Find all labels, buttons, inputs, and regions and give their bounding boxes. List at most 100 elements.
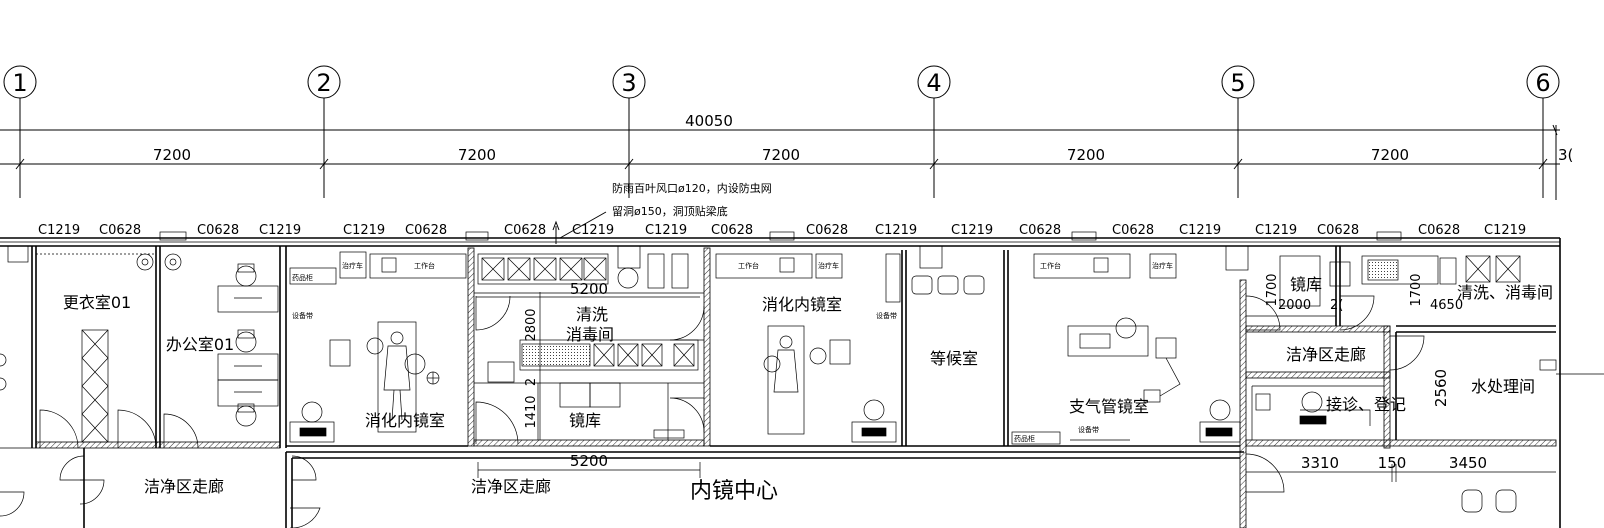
svg-text:3450: 3450 [1449,454,1487,472]
svg-text:C1219: C1219 [572,223,614,238]
svg-text:3: 3 [621,69,636,97]
room-label-wash-right: 清洗、消毒间 [1457,283,1553,302]
vent-notes: 防雨百叶风口ø120，内设防虫网 留洞ø150，洞顶贴梁底 [552,181,772,244]
room-label-clean-corridor-mid: 洁净区走廊 [471,477,551,496]
svg-text:1700: 1700 [1265,273,1280,306]
svg-text:2560: 2560 [1432,369,1450,407]
svg-text:设备带: 设备带 [292,311,313,320]
svg-text:设备带: 设备带 [1078,425,1099,434]
svg-text:5200: 5200 [570,280,608,298]
svg-text:C1219: C1219 [343,223,385,238]
endo-room-left-equipment [289,251,467,443]
svg-text:7200: 7200 [762,146,800,164]
svg-text:2800: 2800 [524,308,539,341]
svg-text:4650: 4650 [1430,298,1463,313]
wash-room-equipment [477,253,699,439]
svg-text:C0628: C0628 [1418,223,1460,238]
svg-text:3(: 3( [1558,146,1573,164]
svg-text:治疗车: 治疗车 [1152,261,1173,270]
svg-text:药品柜: 药品柜 [1014,434,1035,443]
svg-text:150: 150 [1378,454,1407,472]
exterior-wall [0,231,1561,528]
svg-text:7200: 7200 [458,146,496,164]
svg-text:2: 2 [524,378,539,386]
room-label-office: 办公室01 [166,335,234,354]
svg-text:C0628: C0628 [1019,223,1061,238]
svg-text:留洞ø150，洞顶贴梁底: 留洞ø150，洞顶贴梁底 [612,204,728,218]
locker-room [36,253,182,443]
axis-bubble-1: 1 [3,65,37,99]
svg-text:1: 1 [12,69,27,97]
svg-text:C0628: C0628 [1317,223,1359,238]
axis-bubble-5: 5 [1221,65,1255,99]
svg-text:防雨百叶风口ø120，内设防虫网: 防雨百叶风口ø120，内设防虫网 [612,181,772,195]
svg-text:C0628: C0628 [405,223,447,238]
room-label-bronch: 支气管镜室 [1069,397,1149,416]
svg-text:7200: 7200 [1371,146,1409,164]
svg-text:C0628: C0628 [1112,223,1154,238]
room-label-scope-store-mid: 镜库 [569,411,601,430]
inner-dimensions: 5200 2800 1410 2 5200 1700 2000 2( 1700 … [476,273,1556,482]
svg-text:1700: 1700 [1409,273,1424,306]
svg-text:设备带: 设备带 [876,311,897,320]
room-label-endo-mid: 消化内镜室 [762,295,842,314]
svg-text:1410: 1410 [524,395,539,428]
bronch-room-equipment [1011,253,1241,445]
svg-text:C0628: C0628 [711,223,753,238]
axis-bubbles: 1 2 3 4 5 6 [3,65,1560,99]
svg-text:7200: 7200 [1067,146,1105,164]
room-label-disinfect: 消毒间 [566,325,614,344]
doors [0,295,1425,528]
svg-text:3310: 3310 [1301,454,1339,472]
svg-text:2: 2 [316,69,331,97]
svg-text:治疗车: 治疗车 [342,261,363,270]
svg-text:C1219: C1219 [259,223,301,238]
svg-text:药品柜: 药品柜 [292,273,313,282]
svg-text:5200: 5200 [570,452,608,470]
room-label-waiting: 等候室 [930,349,978,368]
axis-bubble-3: 3 [612,65,646,99]
svg-text:C1219: C1219 [1179,223,1221,238]
svg-text:C0628: C0628 [99,223,141,238]
axis-bubble-6: 6 [1526,65,1560,99]
dimension-overall: 40050 [0,112,1560,136]
svg-text:2000: 2000 [1278,298,1311,313]
svg-text:C1219: C1219 [1484,223,1526,238]
office-furniture [217,263,279,427]
svg-text:5: 5 [1230,69,1245,97]
right-block-equipment [1255,255,1604,513]
svg-text:C1219: C1219 [38,223,80,238]
equipment-labels: 药品柜 治疗车 工作台 设备带 工作台 治疗车 设备带 工作台 治疗车 药品柜 … [292,261,1173,443]
svg-text:2(: 2( [1330,298,1343,313]
svg-text:C1219: C1219 [1255,223,1297,238]
room-label-locker: 更衣室01 [63,293,131,312]
svg-text:C0628: C0628 [806,223,848,238]
svg-text:4: 4 [926,69,941,97]
axis-bubble-4: 4 [917,65,951,99]
room-label-clean-corridor-left: 洁净区走廊 [144,477,224,496]
svg-text:工作台: 工作台 [414,261,435,270]
room-label-scope-store-right: 镜库 [1290,275,1322,294]
axis-bubble-2: 2 [307,65,341,99]
endo-room-mid-equipment [715,253,901,443]
svg-text:40050: 40050 [685,112,733,130]
room-label-water: 水处理间 [1471,377,1535,396]
window-labels: C1219 C0628 C0628 C1219 C1219 C0628 C062… [38,223,1526,238]
room-label-endo-left: 消化内镜室 [365,411,445,430]
dimension-bays: 7200 7200 7200 7200 7200 3( [0,125,1573,200]
room-label-wash: 清洗 [576,305,608,324]
svg-text:C0628: C0628 [504,223,546,238]
interior-walls [31,246,1557,528]
room-label-reception: 接诊、登记 [1326,395,1406,414]
room-label-clean-corridor-right: 洁净区走廊 [1286,345,1366,364]
svg-text:C1219: C1219 [645,223,687,238]
svg-text:C1219: C1219 [875,223,917,238]
svg-text:C0628: C0628 [197,223,239,238]
svg-text:治疗车: 治疗车 [818,261,839,270]
svg-text:C1219: C1219 [951,223,993,238]
left-edge-fragment [0,353,36,449]
waiting-room-chairs [911,275,985,295]
room-label-center: 内镜中心 [690,479,778,504]
svg-text:工作台: 工作台 [738,261,759,270]
